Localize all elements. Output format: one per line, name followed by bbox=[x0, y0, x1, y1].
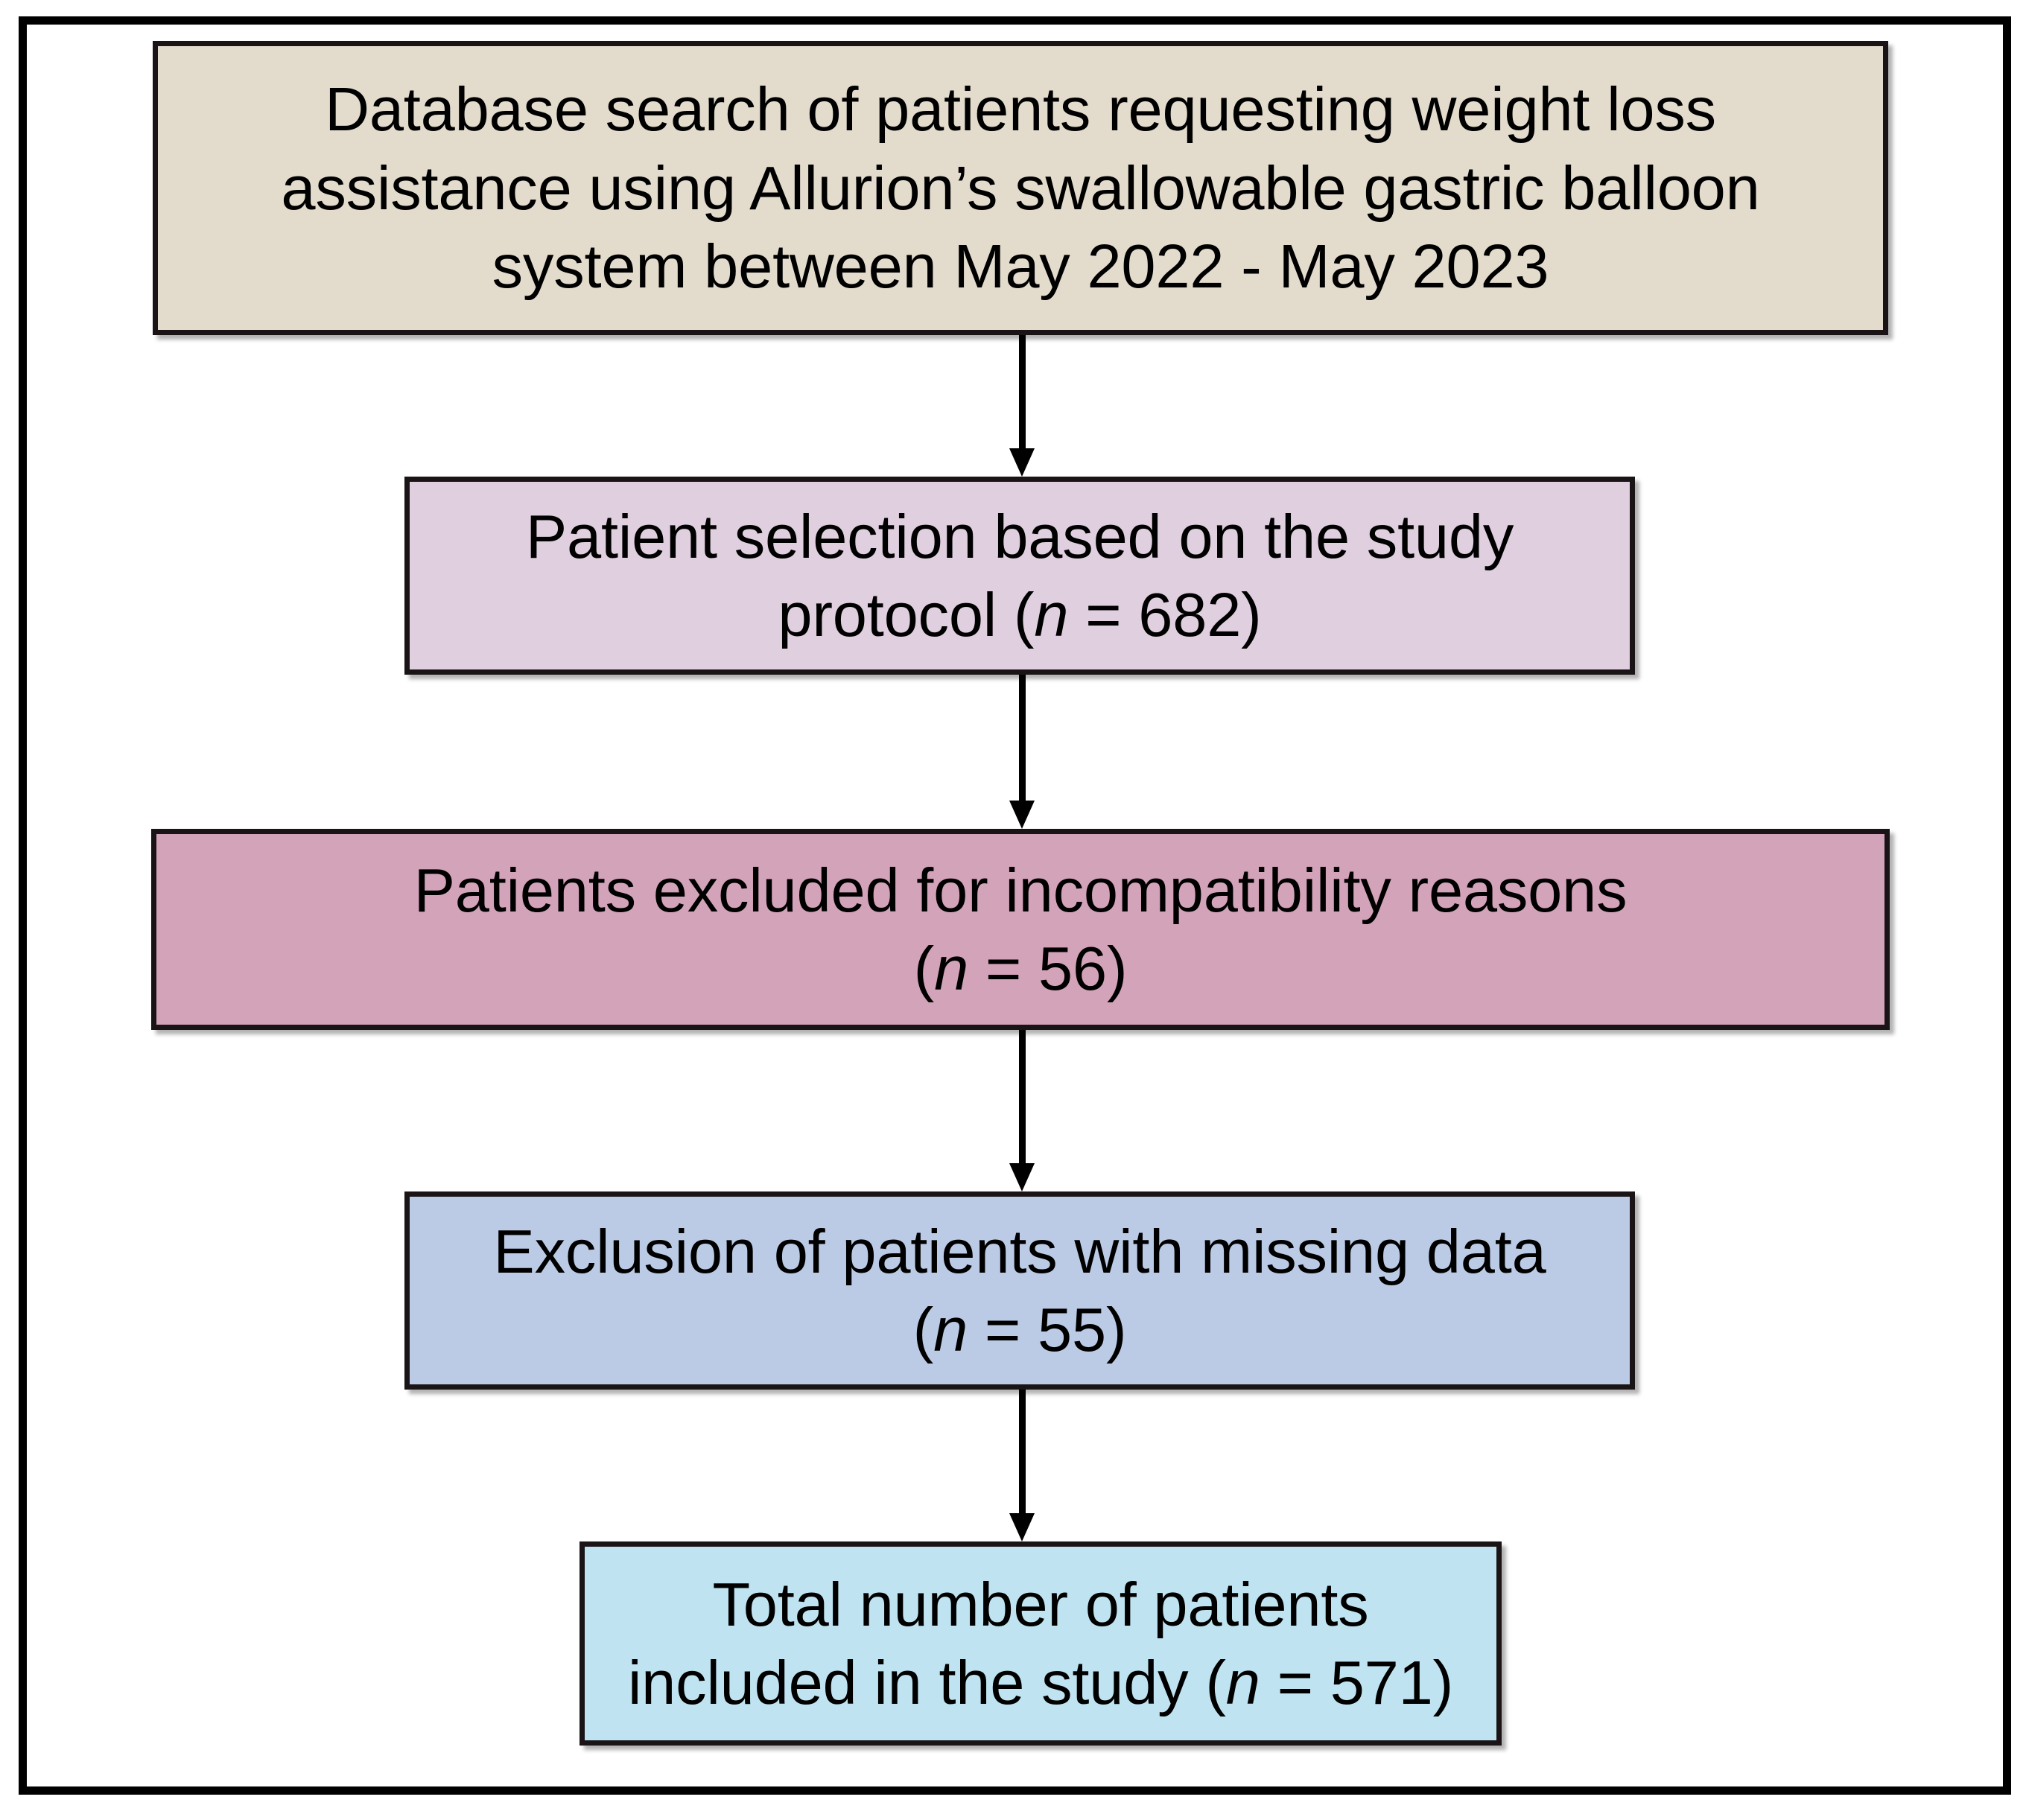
database-search-line-3: system between May 2022 - May 2023 bbox=[492, 232, 1549, 302]
arrow-shaft bbox=[1019, 1390, 1026, 1516]
patient-selection-line-2-prefix: protocol ( bbox=[778, 580, 1035, 649]
flow-node-excluded-incompatibility-text: Patients excluded for incompatibility re… bbox=[156, 851, 1884, 1008]
flow-node-total-included: Total number of patients included in the … bbox=[580, 1541, 1502, 1746]
flow-node-missing-data: Exclusion of patients with missing data (… bbox=[404, 1191, 1635, 1390]
arrow-missing-data-to-total-included bbox=[1009, 1390, 1035, 1543]
missing-data-line-2-suffix: = 55) bbox=[968, 1295, 1127, 1364]
arrow-head-down-icon bbox=[1009, 1163, 1035, 1191]
patient-selection-line-2-suffix: = 682) bbox=[1068, 580, 1262, 649]
arrow-database-search-to-patient-selection bbox=[1009, 335, 1035, 478]
flow-node-database-search-text: Database search of patients requesting w… bbox=[158, 70, 1883, 305]
arrow-head-down-icon bbox=[1009, 801, 1035, 829]
excluded-incompatibility-line-1: Patients excluded for incompatibility re… bbox=[413, 855, 1628, 925]
missing-data-line-1: Exclusion of patients with missing data bbox=[493, 1216, 1546, 1286]
arrow-head-down-icon bbox=[1009, 1513, 1035, 1541]
excluded-incompatibility-line-2-prefix: ( bbox=[913, 934, 935, 1003]
flow-node-total-included-text: Total number of patients included in the … bbox=[585, 1565, 1496, 1722]
missing-data-line-2-prefix: ( bbox=[912, 1295, 934, 1364]
arrow-shaft bbox=[1019, 1030, 1026, 1166]
flow-node-excluded-incompatibility: Patients excluded for incompatibility re… bbox=[151, 829, 1890, 1030]
database-search-line-2: assistance using Allurion’s swallowable … bbox=[281, 153, 1760, 223]
flow-node-patient-selection: Patient selection based on the study prot… bbox=[404, 477, 1635, 675]
patient-selection-line-1: Patient selection based on the study bbox=[525, 501, 1514, 571]
excluded-incompatibility-line-2-suffix: = 56) bbox=[968, 934, 1128, 1003]
total-included-line-1: Total number of patients bbox=[712, 1569, 1369, 1639]
excluded-incompatibility-n-symbol: n bbox=[934, 934, 969, 1003]
total-included-n-symbol: n bbox=[1225, 1648, 1260, 1717]
flow-node-database-search: Database search of patients requesting w… bbox=[153, 41, 1888, 335]
arrow-shaft bbox=[1019, 335, 1026, 451]
flow-node-missing-data-text: Exclusion of patients with missing data (… bbox=[410, 1212, 1630, 1369]
total-included-line-2-prefix: included in the study ( bbox=[627, 1648, 1226, 1717]
arrow-shaft bbox=[1019, 675, 1026, 804]
missing-data-n-symbol: n bbox=[933, 1295, 968, 1364]
arrow-head-down-icon bbox=[1009, 448, 1035, 477]
arrow-excluded-to-missing-data bbox=[1009, 1030, 1035, 1193]
flow-node-patient-selection-text: Patient selection based on the study prot… bbox=[410, 497, 1630, 655]
total-included-line-2-suffix: = 571) bbox=[1260, 1648, 1454, 1717]
arrow-patient-selection-to-excluded bbox=[1009, 675, 1035, 830]
database-search-line-1: Database search of patients requesting w… bbox=[325, 74, 1716, 144]
patient-selection-n-symbol: n bbox=[1034, 580, 1069, 649]
